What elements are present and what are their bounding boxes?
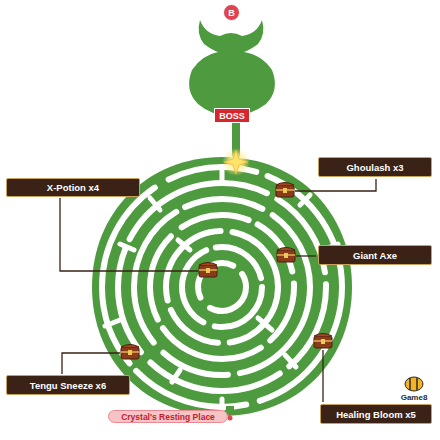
node-text: Giant Axe <box>353 250 397 261</box>
item-callout: Giant Axe <box>318 245 432 265</box>
node-text: BOSS <box>219 111 245 121</box>
location-tag: Crystal's Resting Place <box>108 410 228 423</box>
item-callout: Tengu Sneeze x6 <box>6 375 130 395</box>
node-text: Crystal's Resting Place <box>121 412 215 422</box>
node-text: Healing Bloom x5 <box>336 409 416 420</box>
item-callout: X-Potion x4 <box>6 178 140 197</box>
boss-tag: BOSS <box>214 108 250 123</box>
watermark: Game8 <box>401 393 428 402</box>
area-marker: B <box>223 4 240 21</box>
node-text: Ghoulash x3 <box>346 162 403 173</box>
node-text: Tengu Sneeze x6 <box>30 380 106 391</box>
item-callout: Ghoulash x3 <box>318 157 432 177</box>
node-text: B <box>228 8 235 18</box>
node-text: X-Potion x4 <box>47 182 99 193</box>
item-callout: Healing Bloom x5 <box>320 404 432 424</box>
